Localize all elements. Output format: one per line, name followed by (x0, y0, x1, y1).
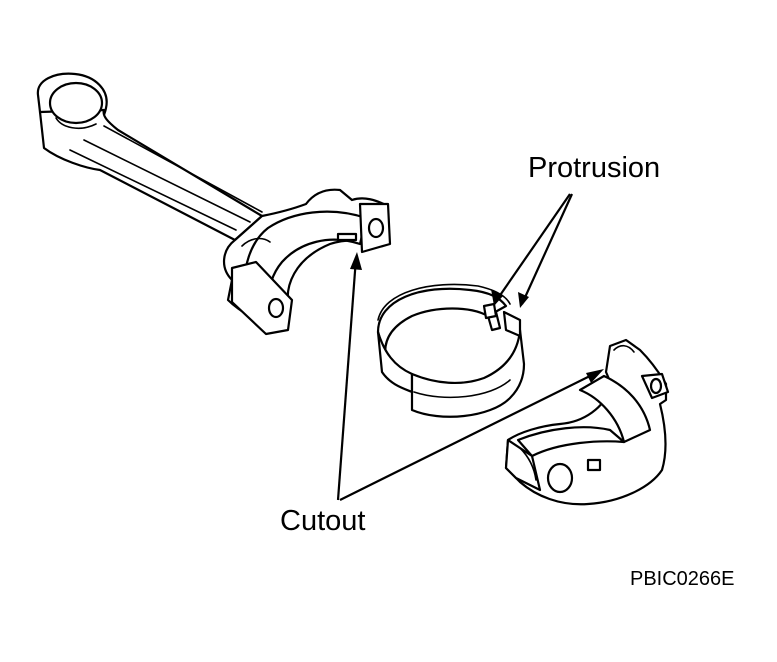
arrow-cutout-cap (339, 371, 599, 501)
connecting-rod (36, 72, 392, 336)
arrow-protrusion-1 (493, 193, 571, 305)
arrow-cutout-rod (336, 257, 358, 501)
bearing-cap (504, 338, 670, 506)
cutout-label: Cutout (280, 505, 366, 537)
figure-code: PBIC0266E (630, 568, 735, 590)
protrusion-label: Protrusion (528, 152, 661, 184)
leader-arrows (336, 193, 604, 501)
arrow-protrusion-2 (520, 193, 574, 305)
bearing-shell (376, 283, 526, 418)
